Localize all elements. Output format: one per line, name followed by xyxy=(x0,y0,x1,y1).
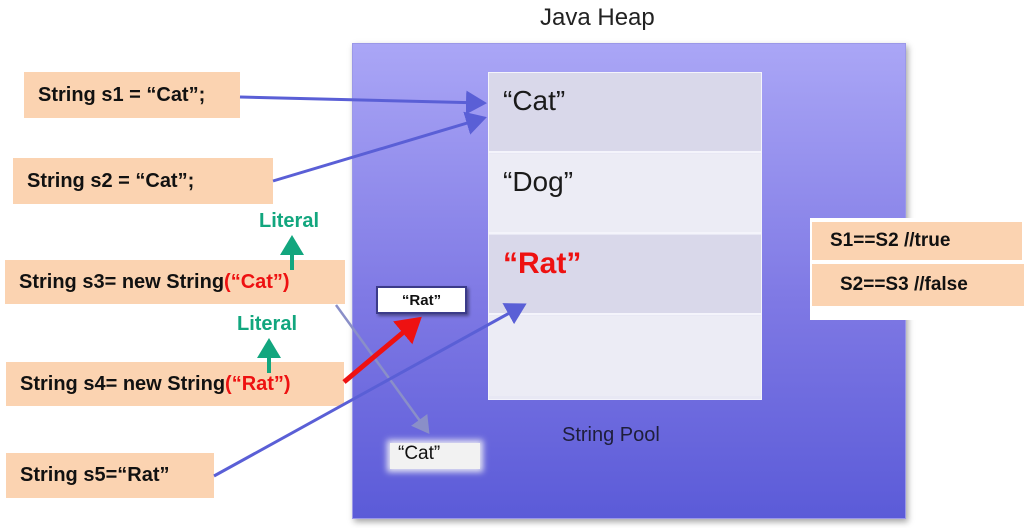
code-s4-literal: (“Rat”) xyxy=(225,372,291,395)
heap-object-cat: “Cat” xyxy=(390,443,480,469)
code-s3-prefix: String s3= new String xyxy=(19,270,225,293)
arrow-s1-to-cat xyxy=(239,90,487,115)
literal-label-s3: Literal xyxy=(259,210,320,232)
code-line-s4: String s4= new String(“Rat”) xyxy=(6,362,344,406)
string-pool: “Cat” “Dog” “Rat” xyxy=(488,72,762,400)
java-heap-title: Java Heap xyxy=(540,4,655,31)
comparison-s2-s3: S2==S3 //false xyxy=(812,264,1024,306)
comparison-s1-s2: S1==S2 //true xyxy=(812,222,1022,260)
code-line-s2: String s2 = “Cat”; xyxy=(13,158,273,204)
arrow-s3-to-heap-cat xyxy=(334,304,430,435)
pool-cell-rat: “Rat” xyxy=(489,235,761,315)
code-s3-literal: (“Cat”) xyxy=(224,270,290,293)
pool-rat-text: “Rat” xyxy=(503,247,582,280)
string-pool-label: String Pool xyxy=(562,424,660,446)
pool-cell-dog: “Dog” xyxy=(489,154,761,234)
pool-cell-cat: “Cat” xyxy=(489,73,761,153)
code-s4-prefix: String s4= new String xyxy=(20,372,226,395)
code-line-s5: String s5=“Rat” xyxy=(6,453,214,498)
pool-cell-empty xyxy=(489,316,761,396)
arrow-s4-to-heap-rat xyxy=(342,316,422,384)
code-line-s3: String s3= new String(“Cat”) xyxy=(5,260,345,304)
heap-object-rat: “Rat” xyxy=(376,286,467,314)
arrow-s5-to-pool-rat xyxy=(213,303,527,478)
literal-label-s4: Literal xyxy=(237,313,298,335)
arrow-s2-to-cat xyxy=(272,111,487,183)
code-line-s1: String s1 = “Cat”; xyxy=(24,72,240,118)
